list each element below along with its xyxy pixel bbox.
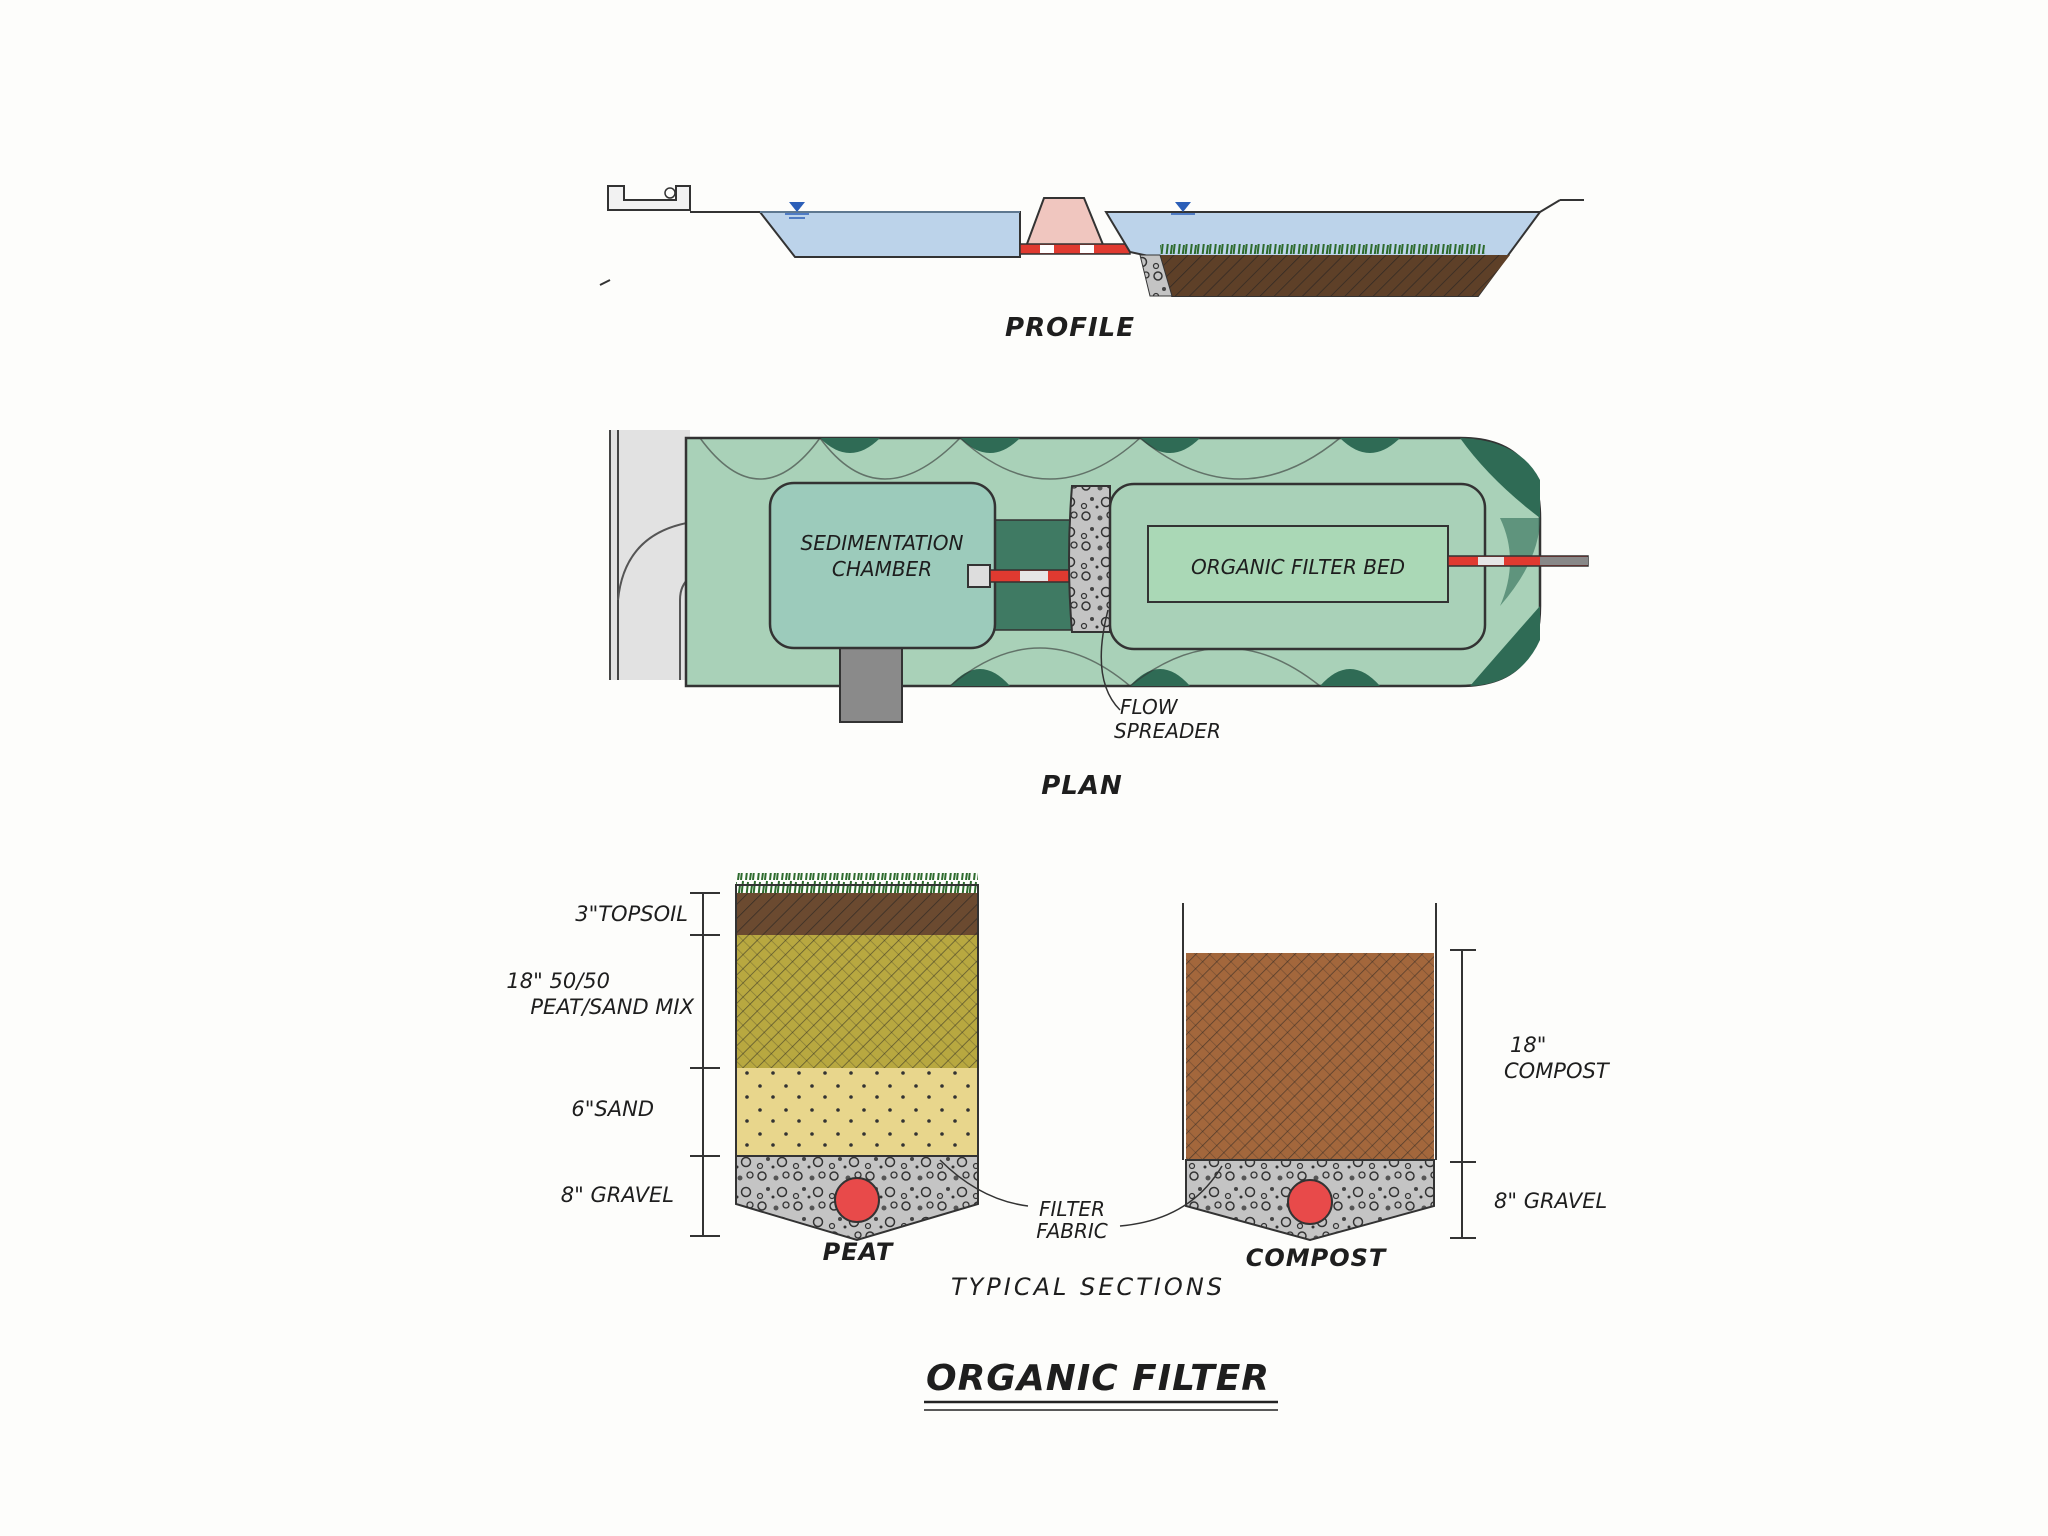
sedimentation-label-line1: SEDIMENTATION <box>801 531 964 555</box>
typical-sections-caption: TYPICAL SECTIONS <box>951 1273 1225 1301</box>
profile-view: PROFILE <box>599 185 1584 343</box>
compost-gravel-dim-label: 8" GRAVEL <box>1494 1189 1607 1213</box>
topsoil-dim-label: 3"TOPSOIL <box>575 902 688 926</box>
sedimentation-label-line2: CHAMBER <box>832 557 932 581</box>
outlet-box-icon <box>967 564 991 588</box>
underdrain-pipe <box>834 1177 880 1223</box>
plan-view: SEDIMENTATION CHAMBER ORGANIC FILTER BED… <box>609 430 1589 801</box>
diagram-title: ORGANIC FILTER <box>924 1358 1278 1411</box>
compost-dim-label-line2: COMPOST <box>1504 1059 1611 1083</box>
water-level-icon <box>789 202 805 212</box>
peat-gravel-dim-label: 8" GRAVEL <box>561 1183 674 1207</box>
profile-caption: PROFILE <box>1005 313 1135 343</box>
inlet-curb <box>607 185 691 211</box>
water-level-icon <box>1175 202 1191 212</box>
paved-area <box>610 430 690 680</box>
mix-dim-label-line1: 18" 50/50 <box>506 969 610 993</box>
flow-spreader-leader <box>1100 609 1121 711</box>
flow-spreader <box>1068 485 1111 633</box>
compost-label: COMPOST <box>1246 1244 1387 1272</box>
compost-dimensions: 18" COMPOST 8" GRAVEL <box>1450 949 1611 1239</box>
sand-dim-label: 6"SAND <box>571 1097 654 1121</box>
filter-fabric-label-line2: FABRIC <box>1036 1219 1108 1243</box>
inlet-channel <box>839 639 903 723</box>
compost-dim-label-line1: 18" <box>1510 1033 1546 1057</box>
outlet-pipe-profile <box>1019 243 1131 255</box>
organic-filter-bed <box>1147 525 1449 603</box>
peat-dimensions: 3"TOPSOIL 18" 50/50 PEAT/SAND MIX 6"SAND… <box>506 892 720 1237</box>
peat-section: PEAT <box>735 873 979 1266</box>
plan-caption: PLAN <box>1041 771 1123 801</box>
mix-dim-label-line2: PEAT/SAND MIX <box>530 995 694 1019</box>
flow-label-line1: FLOW <box>1120 695 1179 719</box>
sedimentation-chamber <box>768 481 997 650</box>
flow-label-line2: SPREADER <box>1114 719 1221 743</box>
compost-underdrain-pipe <box>1287 1179 1333 1225</box>
peat-label: PEAT <box>823 1238 894 1266</box>
compost-section: COMPOST <box>1182 903 1437 1272</box>
title-text: ORGANIC FILTER <box>926 1358 1270 1399</box>
filter-fabric-callout: FILTER FABRIC <box>939 1159 1223 1243</box>
filter-bed-label: ORGANIC FILTER BED <box>1191 555 1405 579</box>
filter-fabric-label-line1: FILTER <box>1039 1197 1105 1221</box>
